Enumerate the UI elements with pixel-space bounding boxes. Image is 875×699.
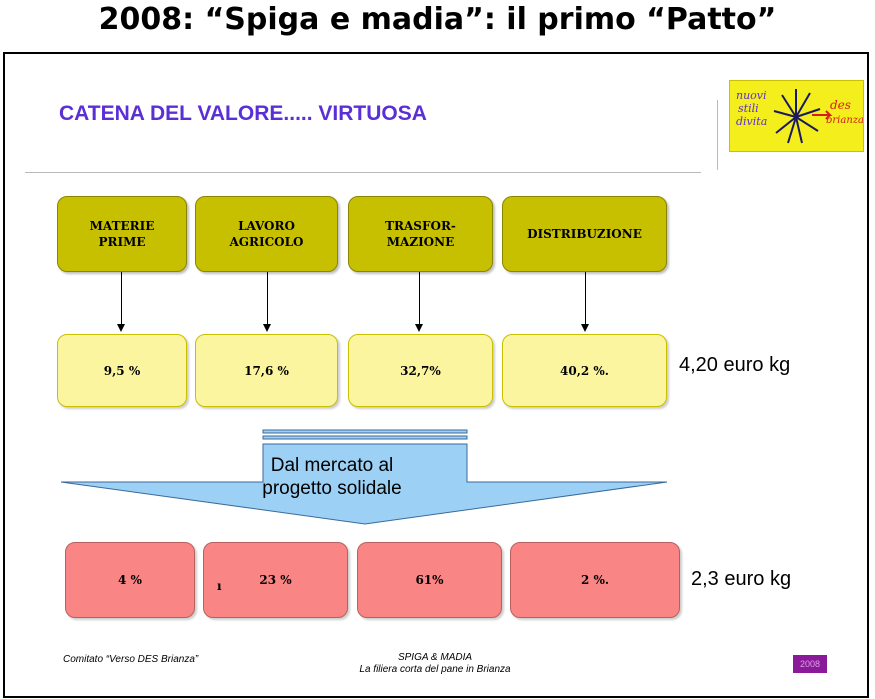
solidale-share-box: 61% (357, 542, 502, 618)
market-share-box: 17,6 % (195, 334, 338, 407)
stage-label-line1: MATERIE (89, 219, 155, 233)
connector-line (419, 272, 420, 326)
stage-label-line2: PRIME (98, 235, 146, 249)
solidale-price-label: 2,3 euro kg (691, 568, 792, 590)
connector-line (121, 272, 122, 326)
transition-arrow-icon (60, 429, 668, 525)
solidale-share-box: 4 % (65, 542, 195, 618)
svg-text:stili: stili (738, 102, 759, 115)
svg-text:nuovi: nuovi (736, 89, 767, 102)
market-share-box: 40,2 %. (502, 334, 667, 407)
stage-box-materie-prime: MATERIE PRIME (57, 196, 187, 272)
arrow-down-icon (117, 324, 125, 332)
footer-project-subtitle: La filiera corta del pane in Brianza (359, 664, 511, 675)
transition-label-line2: progetto solidale (262, 478, 402, 499)
svg-text:des: des (830, 98, 851, 112)
footer-project: SPIGA & MADIA La filiera corta del pane … (335, 652, 535, 676)
heading-divider (25, 172, 701, 173)
logo-divider (717, 100, 718, 170)
starburst-icon: nuovi stili divita des brianza (736, 89, 863, 144)
slide: CATENA DEL VALORE..... VIRTUOSA nuovi st… (3, 52, 869, 698)
year-badge: 2008 (793, 655, 827, 673)
transition-label-line1: Dal mercato al (270, 455, 394, 476)
arrow-down-icon (581, 324, 589, 332)
stage-box-distribuzione: DISTRIBUZIONE (502, 196, 667, 272)
stage-box-trasformazione: TRASFOR- MAZIONE (348, 196, 493, 272)
stage-label-line1: DISTRIBUZIONE (527, 227, 642, 241)
market-share-box: 32,7% (348, 334, 493, 407)
slide-heading: CATENA DEL VALORE..... VIRTUOSA (59, 102, 427, 125)
market-share-box: 9,5 % (57, 334, 187, 407)
stage-label-line2: AGRICOLO (229, 235, 304, 249)
page-title: 2008: “Spiga e madia”: il primo “Patto” (98, 2, 777, 37)
stage-label-line1: LAVORO (238, 219, 295, 233)
connector-line (267, 272, 268, 326)
footer-project-title: SPIGA & MADIA (397, 652, 473, 663)
transition-label: Dal mercato al progetto solidale (237, 454, 427, 500)
connector-line (585, 272, 586, 326)
market-price-label: 4,20 euro kg (679, 354, 791, 376)
svg-text:brianza: brianza (826, 115, 863, 126)
solidale-share-box: 23 % (203, 542, 348, 618)
stage-label-line2: MAZIONE (386, 235, 455, 249)
footer-committee: Comitato “Verso DES Brianza” (63, 654, 199, 665)
des-brianza-logo: nuovi stili divita des brianza (729, 80, 864, 152)
solidale-share-box: 2 %. (510, 542, 680, 618)
arrow-down-icon (263, 324, 271, 332)
stage-label-line1: TRASFOR- (385, 219, 456, 233)
svg-text:divita: divita (736, 115, 767, 128)
arrow-down-icon (415, 324, 423, 332)
stage-box-lavoro-agricolo: LAVORO AGRICOLO (195, 196, 338, 272)
stray-mark: ı (217, 579, 222, 593)
